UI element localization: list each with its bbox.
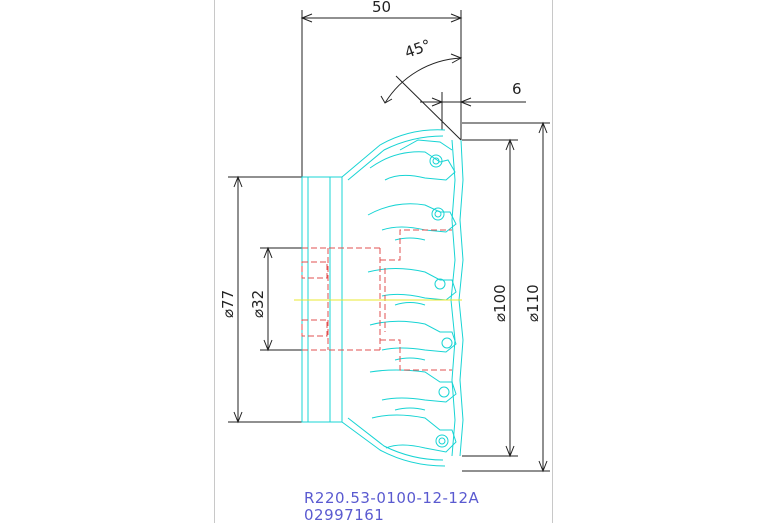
dim-bore-diameter: ⌀32 <box>249 290 267 318</box>
dim-length: 50 <box>372 0 391 16</box>
dim-angle: 45° <box>402 36 433 62</box>
drawing-sheet <box>214 0 553 523</box>
cutter-body-outline <box>301 129 464 467</box>
dim-hub-diameter: ⌀77 <box>219 290 237 318</box>
part-code: 02997161 <box>304 506 385 524</box>
dim-inner-diameter: ⌀100 <box>491 284 509 322</box>
dim-offset: 6 <box>512 80 522 98</box>
part-number: R220.53-0100-12-12A <box>304 489 480 507</box>
dimension-lines <box>228 10 550 473</box>
dim-outer-diameter: ⌀110 <box>524 284 542 322</box>
